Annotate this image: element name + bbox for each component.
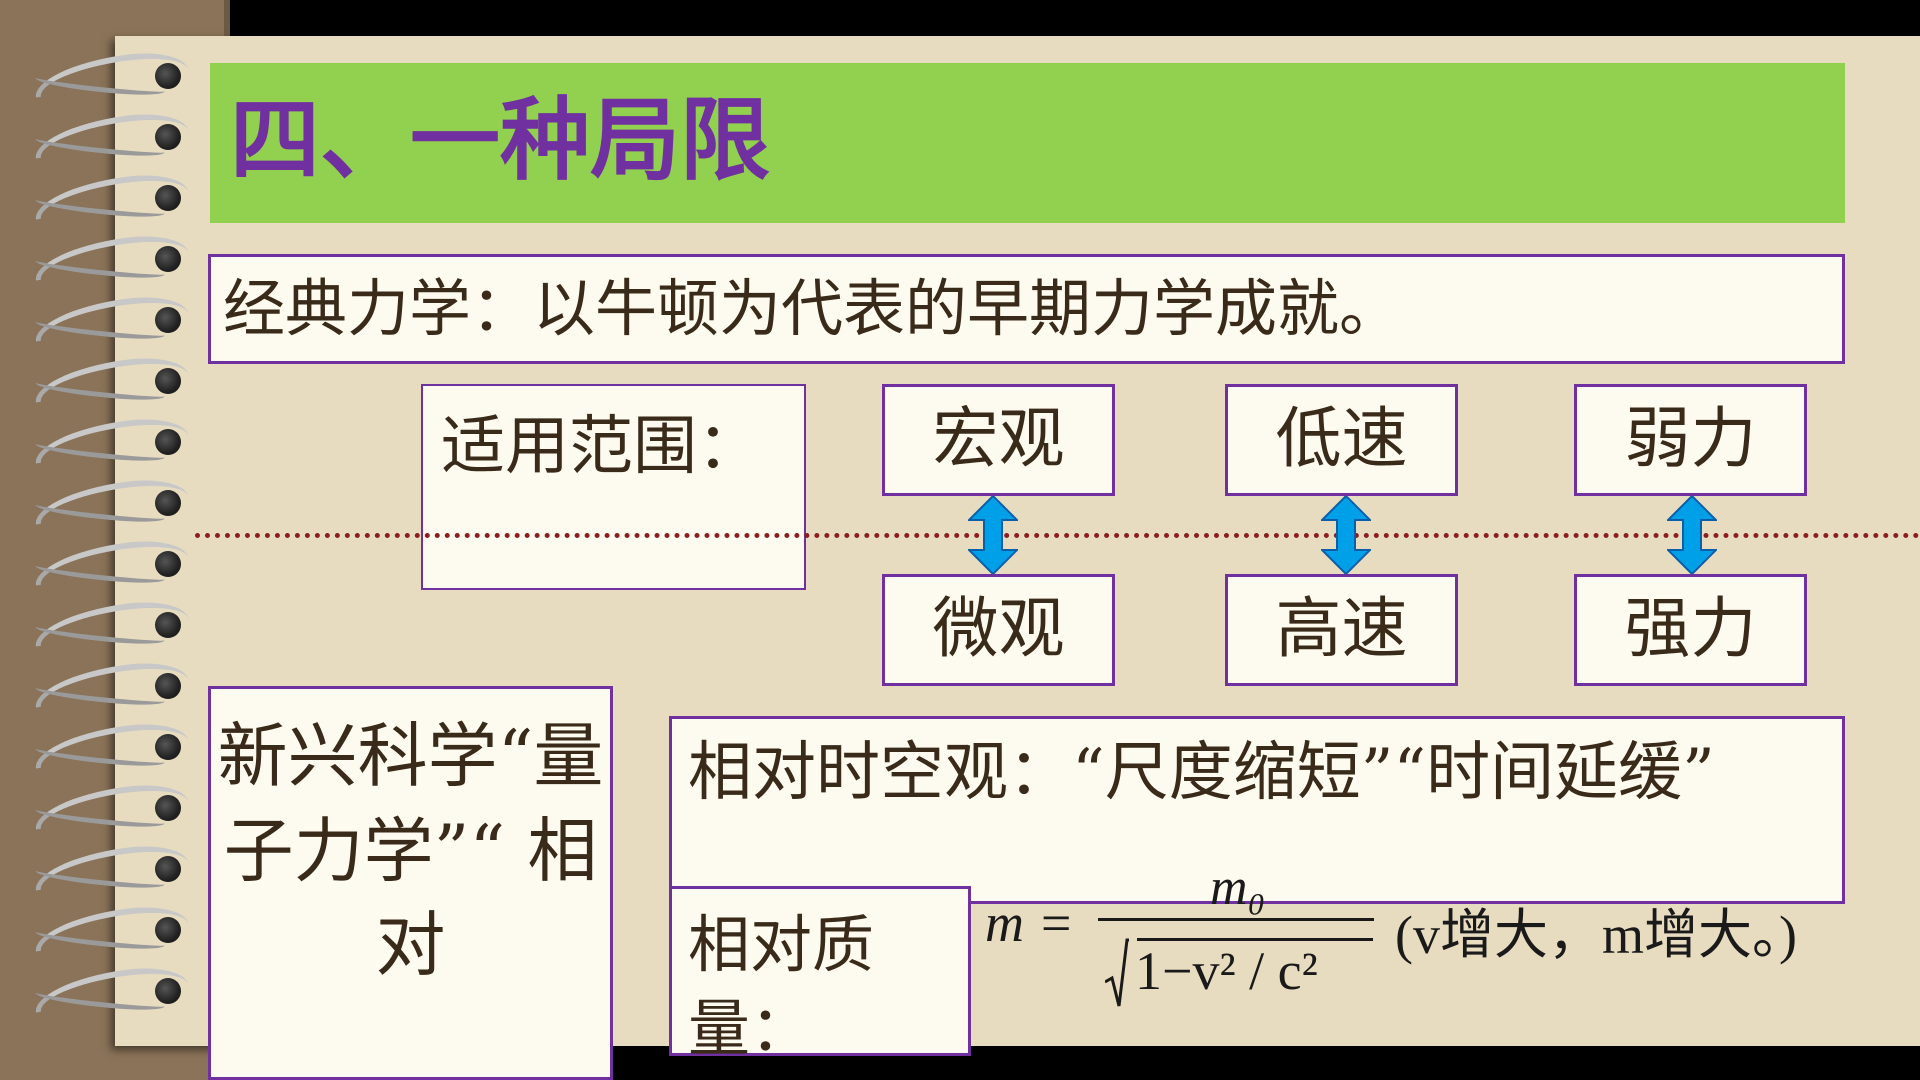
term-high-speed: 高速	[1275, 590, 1408, 667]
new-science-text: 新兴科学“量子力学”“ 相对	[217, 715, 604, 986]
spiral-ring	[25, 534, 195, 587]
term-low-speed: 低速	[1275, 400, 1408, 477]
term-box-low-speed: 低速	[1225, 384, 1458, 496]
spiral-ring	[25, 656, 195, 709]
term-box-strong-force: 强力	[1574, 574, 1807, 686]
relative-mass-box: 相对质量：	[669, 886, 971, 1065]
term-box-macro: 宏观	[882, 384, 1115, 496]
mass-formula: m = m₀ 1−v² / c² (v增大，m增大。)	[985, 858, 1885, 1028]
formula-lhs: m =	[985, 893, 1074, 953]
term-strong-force: 强力	[1624, 590, 1757, 667]
spiral-ring	[25, 473, 195, 526]
double-arrow-icon	[1321, 496, 1371, 574]
definition-box: 经典力学：以牛顿为代表的早期力学成就。	[208, 254, 1845, 364]
spiral-ring	[25, 778, 195, 831]
divider-dotted-line	[195, 533, 1920, 538]
term-micro: 微观	[932, 590, 1065, 667]
slide-title: 四、一种局限	[230, 87, 770, 193]
spiral-ring	[25, 961, 195, 1014]
spiral-ring	[25, 46, 195, 99]
double-arrow-icon	[1667, 496, 1717, 574]
spiral-ring	[25, 290, 195, 343]
radical-overline	[1137, 938, 1373, 941]
new-science-box: 新兴科学“量子力学”“ 相对	[208, 686, 613, 1080]
spiral-ring	[25, 107, 195, 160]
relative-mass-label: 相对质量：	[688, 908, 875, 1065]
spiral-ring	[25, 229, 195, 282]
spiral-ring	[25, 595, 195, 648]
title-banner: 四、一种局限	[210, 63, 1845, 223]
spiral-ring	[25, 900, 195, 953]
term-box-micro: 微观	[882, 574, 1115, 686]
scope-label: 适用范围：	[441, 410, 761, 484]
relativity-text: 相对时空观：“尺度缩短”“时间延缓”	[688, 736, 1715, 810]
formula-note: (v增大，m增大。)	[1395, 905, 1797, 965]
definition-text: 经典力学：以牛顿为代表的早期力学成就。	[223, 272, 1402, 345]
term-macro: 宏观	[932, 400, 1065, 477]
scope-box: 适用范围：	[421, 384, 806, 590]
term-weak-force: 弱力	[1624, 400, 1757, 477]
term-box-high-speed: 高速	[1225, 574, 1458, 686]
spiral-ring	[25, 168, 195, 221]
spiral-ring	[25, 839, 195, 892]
spiral-ring	[25, 412, 195, 465]
relativity-box: 相对时空观：“尺度缩短”“时间延缓”	[669, 716, 1845, 904]
double-arrow-icon	[968, 496, 1018, 574]
term-box-weak-force: 弱力	[1574, 384, 1807, 496]
formula-numerator: m₀	[1210, 859, 1266, 916]
fraction-bar	[1098, 918, 1374, 921]
spiral-ring	[25, 717, 195, 770]
spiral-ring	[25, 351, 195, 404]
radical-sign-icon	[1105, 938, 1129, 1007]
spiral-binding	[25, 46, 195, 1035]
formula-denominator: 1−v² / c²	[1135, 941, 1318, 1001]
